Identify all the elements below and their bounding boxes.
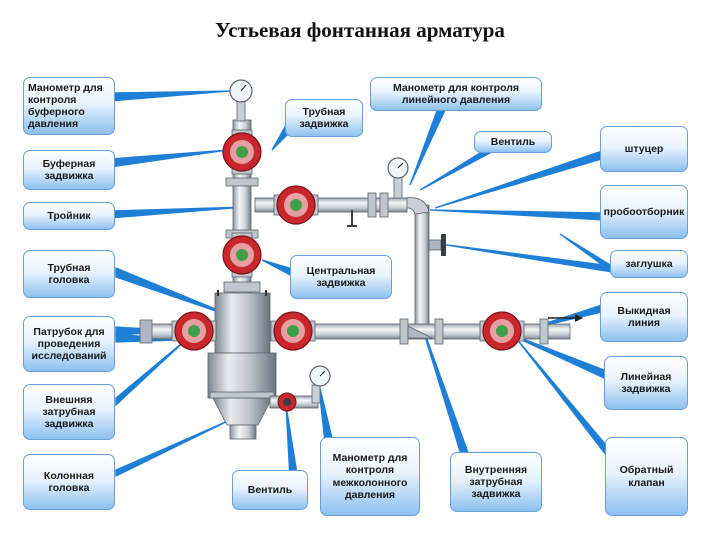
label-manometer-line: Манометр для контроля линейного давления	[370, 77, 542, 111]
label-ventil-top: Вентиль	[474, 131, 552, 153]
label-manometer-intercolumn: Манометр для контроля межколонного давле…	[320, 437, 420, 516]
column-head-body	[207, 290, 319, 440]
label-outer-annulus-valve: Внешняя затрубная задвижка	[23, 384, 115, 440]
label-vykidnaya: Выкидная линия	[600, 292, 688, 342]
label-patrubok: Патрубок для проведения исследований	[23, 316, 115, 372]
label-central-valve: Центральная задвижка	[290, 255, 392, 299]
label-troynik: Тройник	[23, 202, 115, 230]
valve-handwheels	[171, 129, 525, 412]
label-tube-head: Трубная головка	[23, 250, 115, 298]
gauge-icons	[229, 79, 409, 404]
label-ventil-bottom: Вентиль	[232, 470, 308, 510]
diagram-title: Устьевая фонтанная арматура	[215, 18, 505, 42]
label-column-head: Колонная головка	[23, 454, 115, 510]
label-tube-valve-top: Трубная задвижка	[285, 99, 363, 137]
leader-lines	[109, 90, 623, 481]
label-probootbornik: пробоотборник	[600, 185, 688, 239]
label-buffer-valve: Буферная задвижка	[23, 150, 115, 190]
label-inner-annulus-valve: Внутренняя затрубная задвижка	[450, 452, 542, 512]
label-check-valve: Обратный клапан	[605, 437, 688, 516]
label-zaglushka: заглушка	[610, 250, 688, 278]
label-manometer-buffer: Манометр для контроля буферного давления	[23, 77, 115, 135]
label-line-valve: Линейная задвижка	[604, 356, 688, 410]
label-shtutser: штуцер	[600, 126, 688, 172]
